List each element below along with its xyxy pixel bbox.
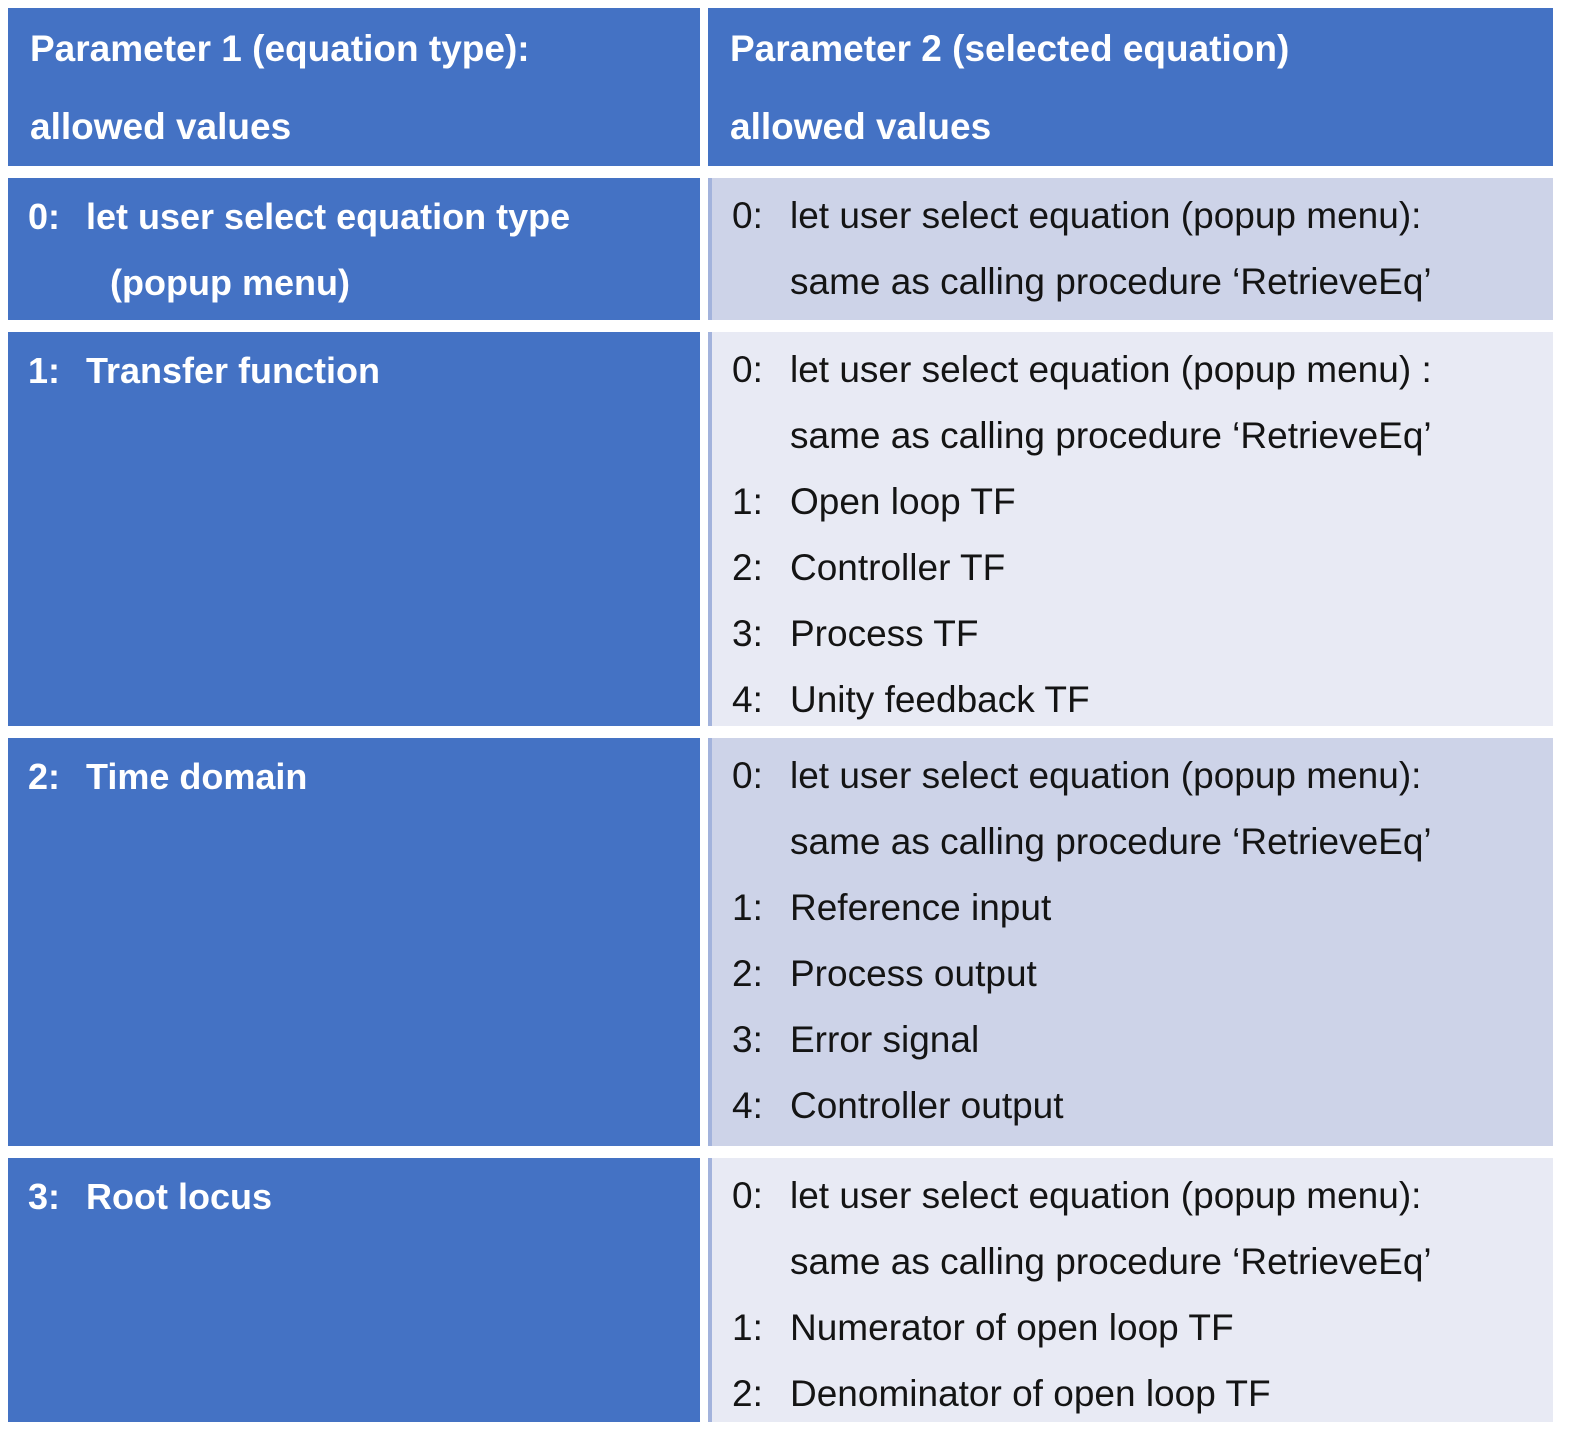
list-item: 0: let user select equation (popup menu)… <box>712 1163 1547 1295</box>
item-line: same as calling procedure ‘RetrieveEq’ <box>790 415 1432 456</box>
param2-cell-root-locus: 0: let user select equation (popup menu)… <box>708 1158 1553 1422</box>
param1-entry: 0: let user select equation type (popup … <box>8 184 694 316</box>
item-number: 2: <box>732 547 763 588</box>
item-number: 0: <box>732 755 763 796</box>
list-item: 1: Numerator of open loop TF <box>712 1295 1547 1361</box>
item-line: let user select equation (popup menu): <box>790 195 1422 236</box>
item-number: 2: <box>732 953 763 994</box>
item-line: Denominator of open loop TF <box>790 1373 1271 1414</box>
item-line: Controller output <box>790 1085 1064 1126</box>
header-param1-line1: Parameter 1 (equation type): <box>30 28 530 69</box>
list-item: 2: Process output <box>712 941 1547 1007</box>
item-number: 2: <box>732 1373 763 1414</box>
item-number: 3: <box>732 1019 763 1060</box>
item-line: let user select equation (popup menu): <box>790 755 1422 796</box>
param1-entry-line1: let user select equation type <box>86 196 571 237</box>
list-item: 1: Open loop TF <box>712 469 1547 535</box>
item-line: Reference input <box>790 887 1052 928</box>
param1-entry-number: 1: <box>28 350 61 391</box>
item-number: 3: <box>732 613 763 654</box>
item-line: Process TF <box>790 613 979 654</box>
param1-entry-number: 0: <box>28 196 61 237</box>
param1-cell-select-type: 0: let user select equation type (popup … <box>8 178 700 320</box>
header-param2-line1: Parameter 2 (selected equation) <box>730 28 1290 69</box>
item-line: Unity feedback TF <box>790 679 1090 720</box>
item-number: 1: <box>732 1307 763 1348</box>
parameter-table: Parameter 1 (equation type): allowed val… <box>8 8 1571 1422</box>
param1-entry-number: 3: <box>28 1176 61 1217</box>
list-item: 3: Error signal <box>712 1007 1547 1073</box>
item-line: let user select equation (popup menu) : <box>790 349 1432 390</box>
item-line: same as calling procedure ‘RetrieveEq’ <box>790 1241 1432 1282</box>
item-line: same as calling procedure ‘RetrieveEq’ <box>790 821 1432 862</box>
list-item: 4: Controller output <box>712 1073 1547 1139</box>
header-param1-line2: allowed values <box>30 106 292 147</box>
header-param1: Parameter 1 (equation type): allowed val… <box>8 8 700 166</box>
item-line: let user select equation (popup menu): <box>790 1175 1422 1216</box>
item-number: 1: <box>732 887 763 928</box>
list-item: 0: let user select equation (popup menu)… <box>712 183 1547 315</box>
param2-cell-transfer-function: 0: let user select equation (popup menu)… <box>708 332 1553 726</box>
item-number: 1: <box>732 481 763 522</box>
param1-cell-time-domain: 2: Time domain <box>8 738 700 1146</box>
param1-entry-line1: Time domain <box>86 756 308 797</box>
item-number: 0: <box>732 1175 763 1216</box>
param1-entry-number: 2: <box>28 756 61 797</box>
item-line: Open loop TF <box>790 481 1016 522</box>
list-item: 3: Process TF <box>712 601 1547 667</box>
item-line: Error signal <box>790 1019 980 1060</box>
item-line: same as calling procedure ‘RetrieveEq’ <box>790 261 1432 302</box>
item-line: Numerator of open loop TF <box>790 1307 1234 1348</box>
param1-entry: 3: Root locus <box>8 1164 694 1230</box>
list-item: 0: let user select equation (popup menu)… <box>712 337 1547 469</box>
item-line: Process output <box>790 953 1037 994</box>
item-number: 4: <box>732 1085 763 1126</box>
param1-entry-line1: Transfer function <box>86 350 381 391</box>
list-item: 0: let user select equation (popup menu)… <box>712 743 1547 875</box>
list-item: 1: Reference input <box>712 875 1547 941</box>
param2-cell-select-type: 0: let user select equation (popup menu)… <box>708 178 1553 320</box>
param1-entry: 1: Transfer function <box>8 338 694 404</box>
list-item: 4: Unity feedback TF <box>712 667 1547 726</box>
item-number: 0: <box>732 195 763 236</box>
param1-entry: 2: Time domain <box>8 744 694 810</box>
param1-entry-line1: Root locus <box>86 1176 272 1217</box>
item-number: 4: <box>732 679 763 720</box>
header-param2-line2: allowed values <box>730 106 992 147</box>
list-item: 2: Denominator of open loop TF <box>712 1361 1547 1422</box>
param2-cell-time-domain: 0: let user select equation (popup menu)… <box>708 738 1553 1146</box>
param1-entry-line2: (popup menu) <box>110 262 350 303</box>
param1-cell-root-locus: 3: Root locus <box>8 1158 700 1422</box>
item-line: Controller TF <box>790 547 1006 588</box>
header-param2: Parameter 2 (selected equation) allowed … <box>708 8 1553 166</box>
list-item: 2: Controller TF <box>712 535 1547 601</box>
param1-cell-transfer-function: 1: Transfer function <box>8 332 700 726</box>
item-number: 0: <box>732 349 763 390</box>
